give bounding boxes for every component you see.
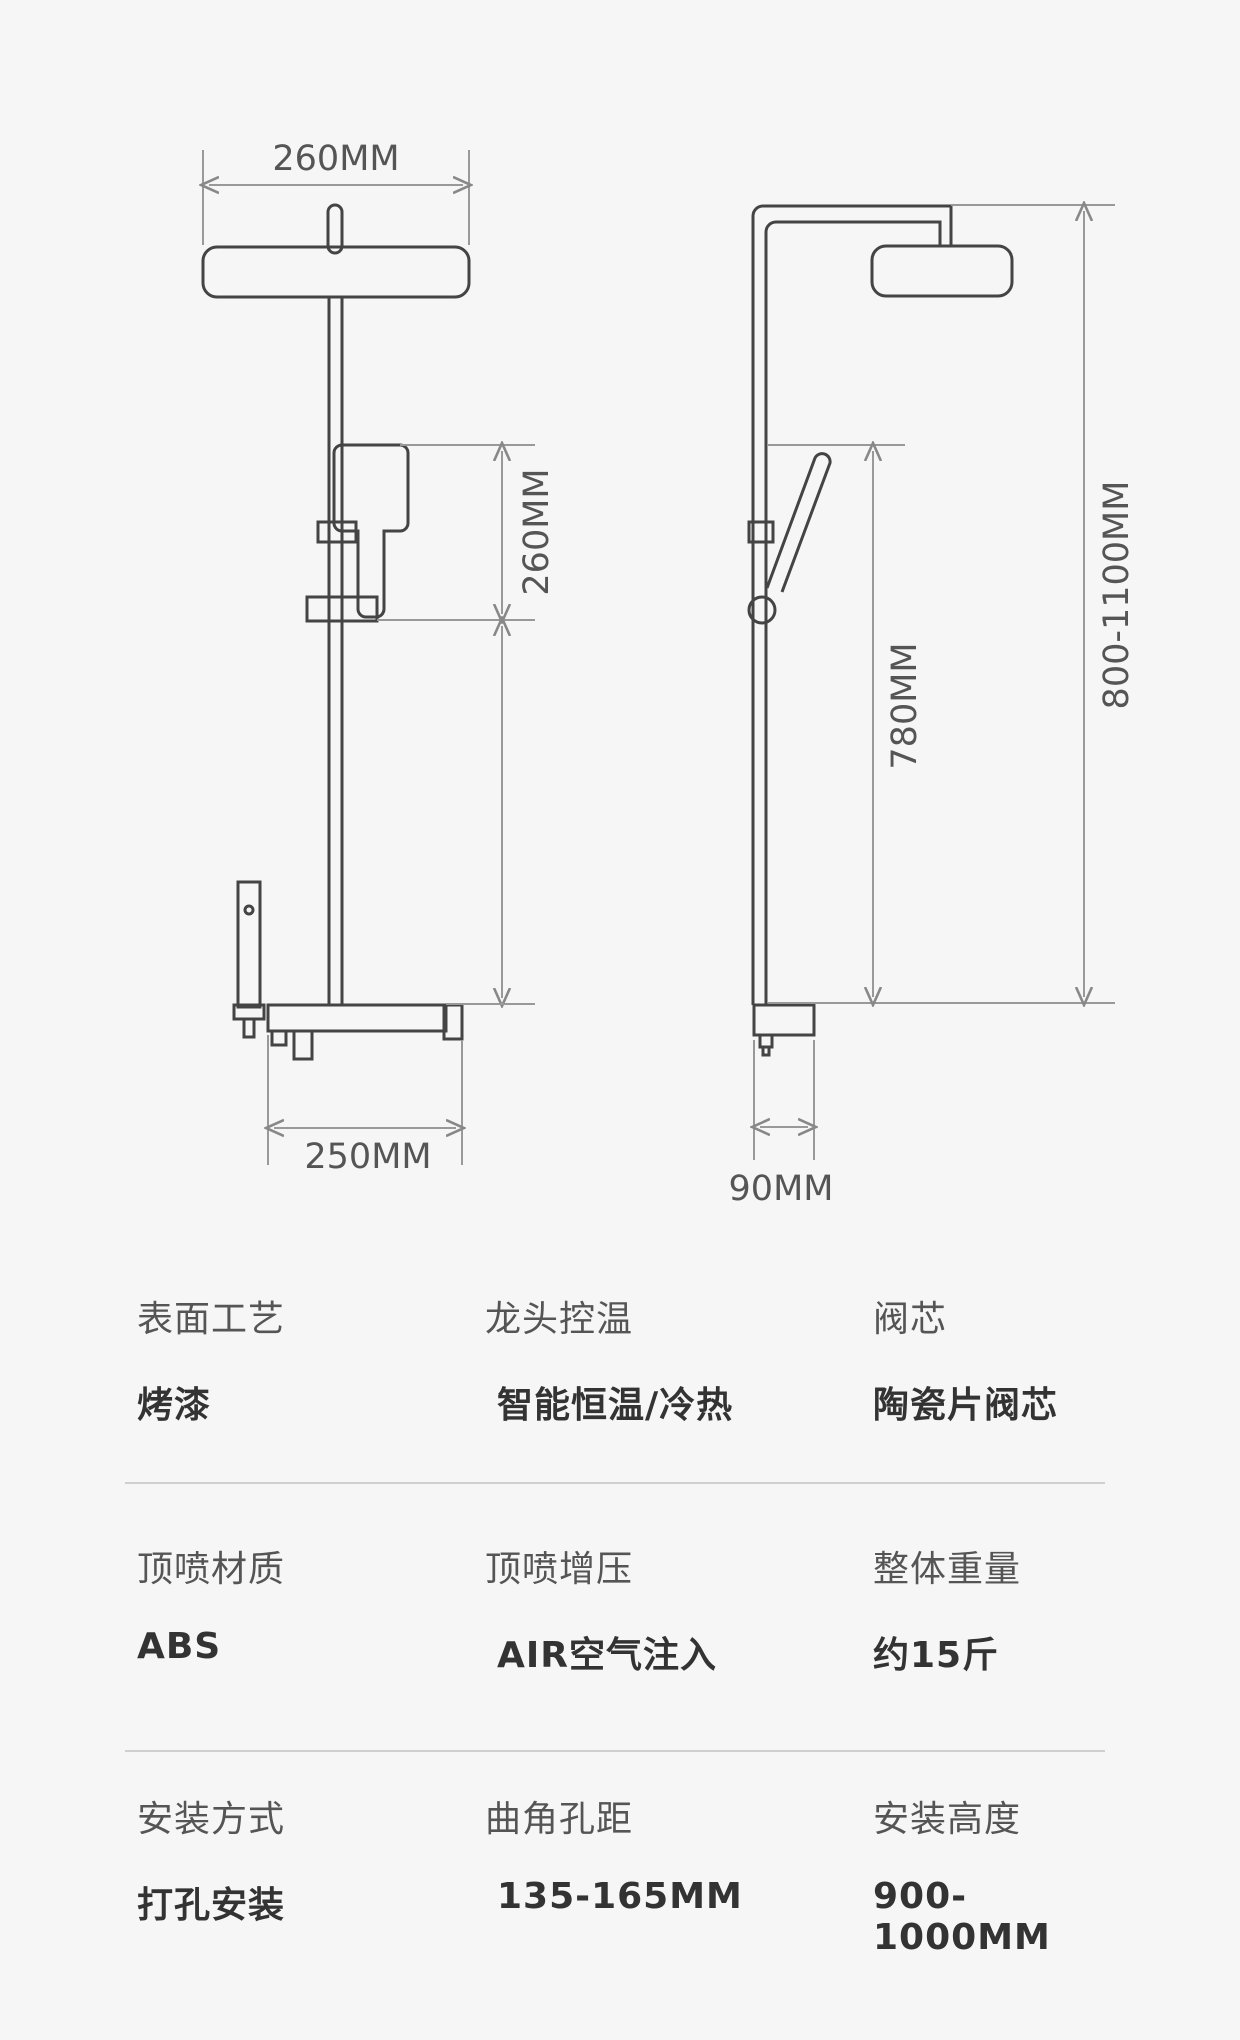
spec-table: 表面工艺 烤漆 龙头控温 智能恒温/冷热 阀芯 陶瓷片阀芯 顶喷材质 ABS 顶… [125,1290,1105,2040]
dim-total-height: 800-1100MM [1097,481,1137,710]
side-slide-holder [747,520,775,544]
front-mixer-body [266,1003,448,1033]
spec-value: 打孔安装 [137,1885,286,1926]
spec-divider [125,1750,1105,1752]
spec-label: 龙头控温 [485,1299,634,1340]
spec-item: 安装高度 900-1000MM [873,1790,1105,1958]
spec-value: AIR空气注入 [497,1635,717,1676]
spec-item: 表面工艺 烤漆 [137,1290,285,1428]
side-view [747,204,1014,1057]
spec-item: 整体重量 约15斤 [873,1540,1021,1678]
spec-value: 智能恒温/冷热 [497,1385,734,1426]
spec-row: 安装方式 打孔安装 曲角孔距 135-165MM 安装高度 900-1000MM [125,1790,1105,2040]
spec-value: 约15斤 [873,1635,1000,1676]
shower-dimension-diagram: 260MM 260MM 250MM 780MM 800-1100MM 90MM [0,139,1137,1209]
side-dimensions [754,205,1115,1160]
dim-slide-bar-height: 780MM [885,642,925,769]
spec-value: 烤漆 [137,1385,212,1426]
spec-item: 顶喷材质 ABS [137,1540,285,1667]
front-pole [327,295,344,1007]
dim-spout-length: 250MM [304,1137,431,1177]
front-bottom-bracket [305,595,379,623]
side-pole-outer [751,204,953,1005]
spec-label: 曲角孔距 [485,1799,634,1840]
spec-item: 顶喷增压 AIR空气注入 [485,1540,717,1678]
dim-handheld-spacing: 260MM [517,468,557,595]
front-side-handle [236,880,262,1009]
spec-row: 顶喷材质 ABS 顶喷增压 AIR空气注入 整体重量 约15斤 [125,1540,1105,1790]
spec-label: 阀芯 [873,1299,948,1340]
spec-divider [125,1482,1105,1484]
spec-label: 表面工艺 [137,1299,286,1340]
side-hose-ring [747,595,777,625]
front-handheld-shower [332,443,410,619]
spec-item: 阀芯 陶瓷片阀芯 [873,1290,1058,1428]
spec-label: 顶喷增压 [485,1549,634,1590]
dim-head-width: 260MM [272,139,399,179]
spec-item: 安装方式 打孔安装 [137,1790,285,1928]
spec-label: 安装方式 [137,1799,286,1840]
side-overhead-head [870,244,1014,298]
dim-side-depth: 90MM [729,1169,834,1209]
spec-value: 900-1000MM [873,1876,1051,1958]
spec-row: 表面工艺 烤漆 龙头控温 智能恒温/冷热 阀芯 陶瓷片阀芯 [125,1290,1105,1540]
front-slide-holder [316,520,358,544]
side-handheld-shower [765,452,832,593]
spec-label: 安装高度 [873,1799,1022,1840]
spec-value: ABS [137,1626,222,1667]
front-view [201,203,471,1061]
spec-item: 龙头控温 智能恒温/冷热 [485,1290,733,1428]
spec-value: 135-165MM [497,1876,743,1917]
front-dimensions [203,150,535,1165]
spec-label: 顶喷材质 [137,1549,286,1590]
spec-label: 整体重量 [873,1549,1022,1590]
front-handle-knob [243,904,255,916]
side-mixer-body [752,1003,816,1037]
side-pole-inner [764,220,942,1005]
front-overhead-head [201,245,471,299]
spec-value: 陶瓷片阀芯 [873,1385,1059,1426]
spec-item: 曲角孔距 135-165MM [485,1790,743,1917]
front-top-cap [326,203,344,255]
